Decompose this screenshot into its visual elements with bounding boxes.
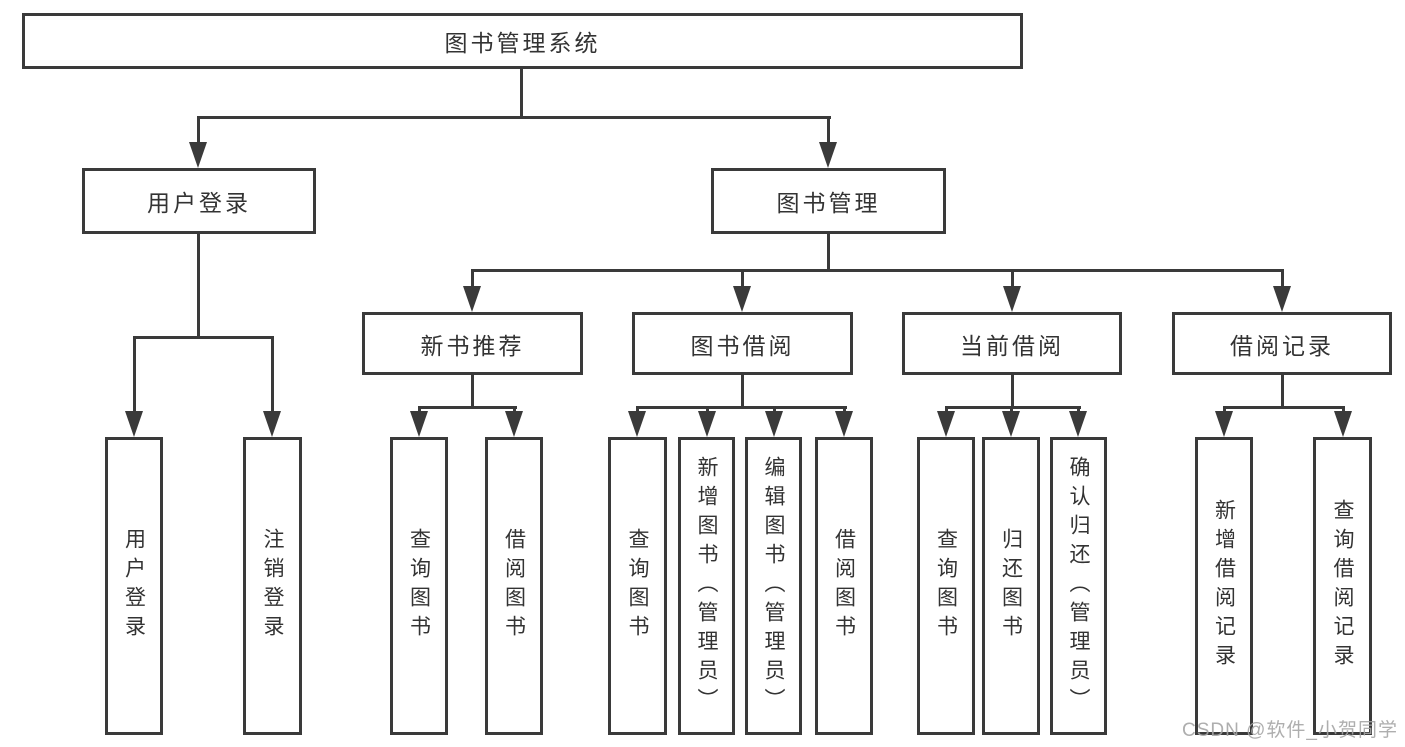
connector-new-book-rec-stem (471, 375, 474, 408)
leaf-cb-confirm-return-admin: 确认归还（管理员） (1050, 437, 1107, 735)
leaf-bb-add-book-admin: 新增图书（管理员） (678, 437, 735, 735)
arrow-down-icon (733, 286, 751, 312)
arrow-down-icon (698, 411, 716, 437)
connector-book-borrow-rail (636, 406, 847, 409)
arrow-down-icon (835, 411, 853, 437)
leaf-bb-edit-book-admin: 编辑图书（管理员） (745, 437, 802, 735)
node-new-book-recommend: 新书推荐 (362, 312, 583, 375)
node-current-borrowing: 当前借阅 (902, 312, 1122, 375)
leaf-logout: 注销登录 (243, 437, 302, 735)
arrow-down-icon (819, 142, 837, 168)
node-book-borrowing: 图书借阅 (632, 312, 853, 375)
arrow-down-icon (1273, 286, 1291, 312)
connector-drop-leaf-logout (271, 337, 274, 415)
arrow-down-icon (263, 411, 281, 437)
connector-book-mgmt-rail (471, 269, 1284, 272)
connector-root-stem (520, 69, 523, 117)
arrow-down-icon (189, 142, 207, 168)
connector-root-rail (197, 116, 831, 119)
connector-book-borrow-stem (741, 375, 744, 408)
leaf-user-login: 用户登录 (105, 437, 163, 735)
leaf-rec-query-book: 查询图书 (390, 437, 448, 735)
connector-new-book-rec-rail (418, 406, 517, 409)
leaf-bb-borrow-book: 借阅图书 (815, 437, 873, 735)
arrow-down-icon (765, 411, 783, 437)
node-borrow-records: 借阅记录 (1172, 312, 1392, 375)
connector-drop-new-book-rec (471, 270, 474, 290)
arrow-down-icon (937, 411, 955, 437)
connector-borrow-records-rail (1223, 406, 1345, 409)
connector-drop-leaf-user-login (133, 337, 136, 415)
connector-current-borrow-stem (1011, 375, 1014, 408)
leaf-br-query-record: 查询借阅记录 (1313, 437, 1372, 735)
connector-user-login-rail (133, 336, 274, 339)
arrow-down-icon (410, 411, 428, 437)
node-book-management: 图书管理 (711, 168, 946, 234)
leaf-br-add-record: 新增借阅记录 (1195, 437, 1253, 735)
arrow-down-icon (463, 286, 481, 312)
arrow-down-icon (1215, 411, 1233, 437)
leaf-bb-query-book: 查询图书 (608, 437, 667, 735)
arrow-down-icon (1069, 411, 1087, 437)
arrow-down-icon (125, 411, 143, 437)
node-user-login: 用户登录 (82, 168, 316, 234)
connector-drop-book-mgmt (827, 117, 830, 145)
connector-drop-book-borrow (741, 270, 744, 290)
arrow-down-icon (628, 411, 646, 437)
connector-current-borrow-rail (945, 406, 1081, 409)
leaf-cb-query-book: 查询图书 (917, 437, 975, 735)
arrow-down-icon (505, 411, 523, 437)
connector-drop-current-borrow (1011, 270, 1014, 290)
arrow-down-icon (1003, 286, 1021, 312)
arrow-down-icon (1002, 411, 1020, 437)
leaf-cb-return-book: 归还图书 (982, 437, 1040, 735)
connector-book-mgmt-stem (827, 234, 830, 272)
connector-user-login-stem (197, 234, 200, 338)
connector-drop-borrow-records (1281, 270, 1284, 290)
connector-drop-user-login (197, 117, 200, 145)
connector-borrow-records-stem (1281, 375, 1284, 408)
leaf-rec-borrow-book: 借阅图书 (485, 437, 543, 735)
watermark: CSDN @软件_小贺同学 (1182, 720, 1398, 741)
node-library-management-system: 图书管理系统 (22, 13, 1023, 69)
arrow-down-icon (1334, 411, 1352, 437)
